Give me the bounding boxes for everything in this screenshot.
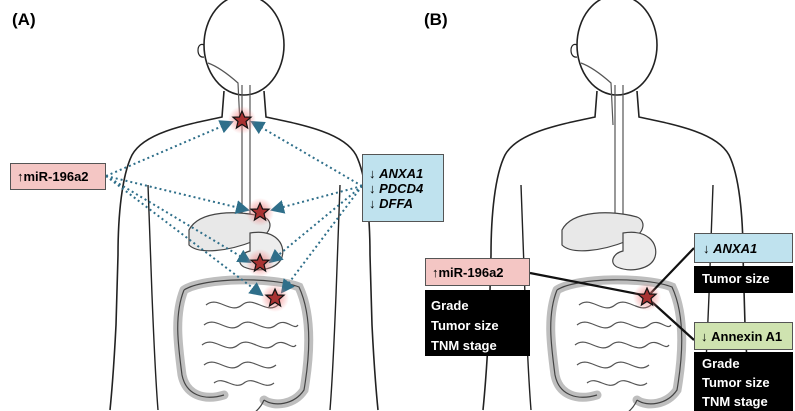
gene-row-anxa1: ↓ ANXA1 — [369, 166, 423, 181]
dotted-arrows-mirna — [106, 122, 262, 295]
genes-box-a: ↓ ANXA1 ↓ PDCD4 ↓ DFFA — [362, 154, 444, 222]
mirna-label: miR-196a2 — [439, 265, 504, 280]
mirna-label: miR-196a2 — [24, 169, 89, 184]
gene-row-pdcd4: ↓ PDCD4 — [369, 181, 423, 196]
panel-a-label: (A) — [12, 10, 36, 30]
anxa1-traits-b: Tumor size — [694, 266, 793, 293]
tumor-star-intestine — [246, 249, 274, 277]
mirna-traits-b: Grade Tumor size TNM stage — [425, 290, 530, 356]
tumor-star-colon-b — [633, 283, 661, 311]
anxa1-box-b: ↓ ANXA1 — [694, 233, 793, 263]
annexin-box-b: ↓ Annexin A1 — [694, 322, 793, 350]
gene-row-dffa: ↓ DFFA — [369, 196, 413, 211]
tumor-star-stomach — [246, 198, 274, 226]
panel-b-label: (B) — [424, 10, 448, 30]
mirna-box-b: ↑ miR-196a2 — [425, 258, 530, 286]
tumor-star-colon — [261, 284, 289, 312]
mirna-box-a: ↑ miR-196a2 — [10, 163, 106, 190]
annexin-traits-b: Grade Tumor size TNM stage — [694, 352, 793, 411]
tumor-star-esophagus — [228, 106, 256, 134]
